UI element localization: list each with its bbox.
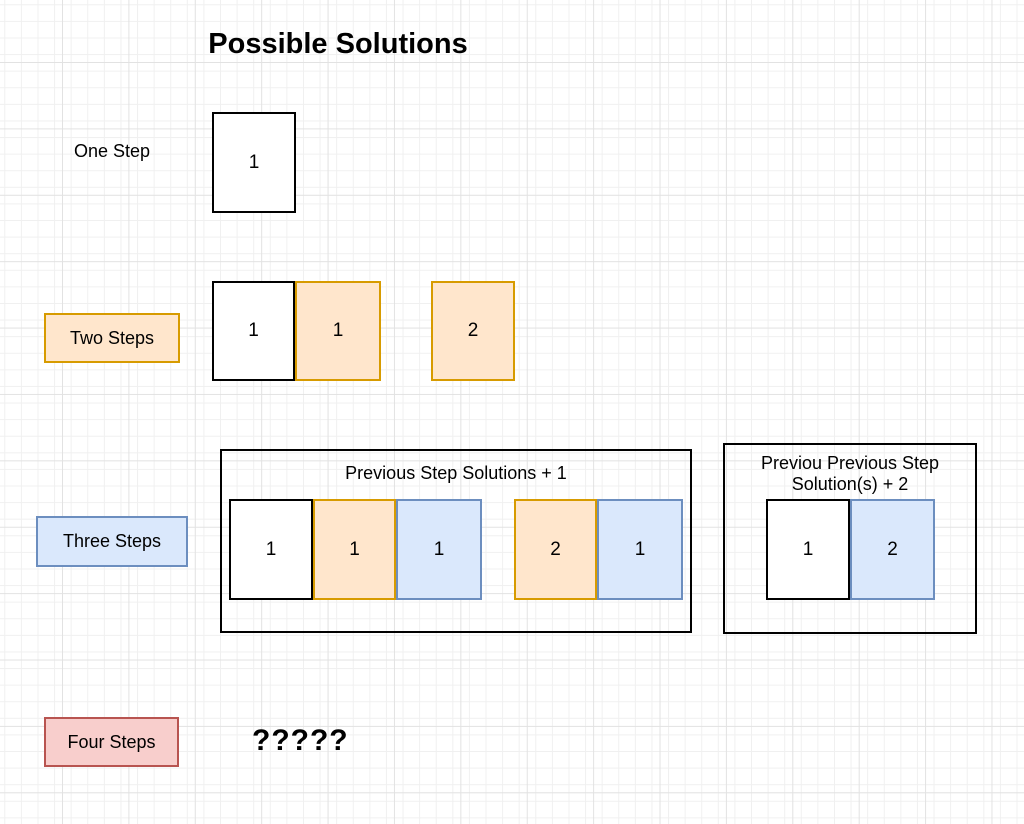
cell-value: 2 (467, 320, 479, 341)
row-label-text: Two Steps (69, 327, 155, 348)
page-title: Possible Solutions (208, 28, 468, 60)
solution-cell: 2 (850, 499, 935, 600)
cell-value: 2 (887, 538, 898, 560)
cell-value: 1 (433, 538, 445, 560)
solution-cell: 1 (313, 499, 396, 600)
solution-cell: 1 (212, 281, 295, 381)
unknown-solutions-placeholder: ????? (252, 724, 349, 757)
row-label-four-steps: Four Steps (44, 717, 179, 767)
solution-cell: 1 (295, 281, 381, 381)
solution-cell: 1 (212, 112, 296, 213)
solution-cell: 1 (597, 499, 683, 600)
row-label-one-step: One Step (73, 141, 151, 161)
row-label-two-steps: Two Steps (44, 313, 180, 363)
group-title: Previou Previous Step Solution(s) + 2 (760, 453, 940, 494)
solution-cell: 1 (396, 499, 482, 600)
solution-cell: 1 (229, 499, 313, 600)
cell-value: 2 (550, 538, 561, 560)
cell-value: 1 (332, 320, 344, 341)
cell-value: 1 (248, 151, 260, 173)
row-label-text: Three Steps (62, 531, 162, 551)
group-title: Previous Step Solutions + 1 (345, 463, 567, 483)
group-previous-step-solutions: Previous Step Solutions + 1 (220, 449, 692, 633)
cell-value: 1 (349, 538, 360, 560)
cell-value: 1 (248, 320, 259, 341)
row-label-three-steps: Three Steps (36, 516, 188, 567)
cell-value: 1 (265, 538, 277, 560)
solution-cell: 2 (431, 281, 515, 381)
solution-cell: 2 (514, 499, 597, 600)
cell-value: 1 (802, 538, 814, 560)
cell-value: 1 (634, 538, 646, 560)
solution-cell: 1 (766, 499, 850, 600)
row-label-text: Four Steps (67, 731, 156, 752)
group-previous-previous-step-solutions: Previou Previous Step Solution(s) + 2 (723, 443, 977, 634)
